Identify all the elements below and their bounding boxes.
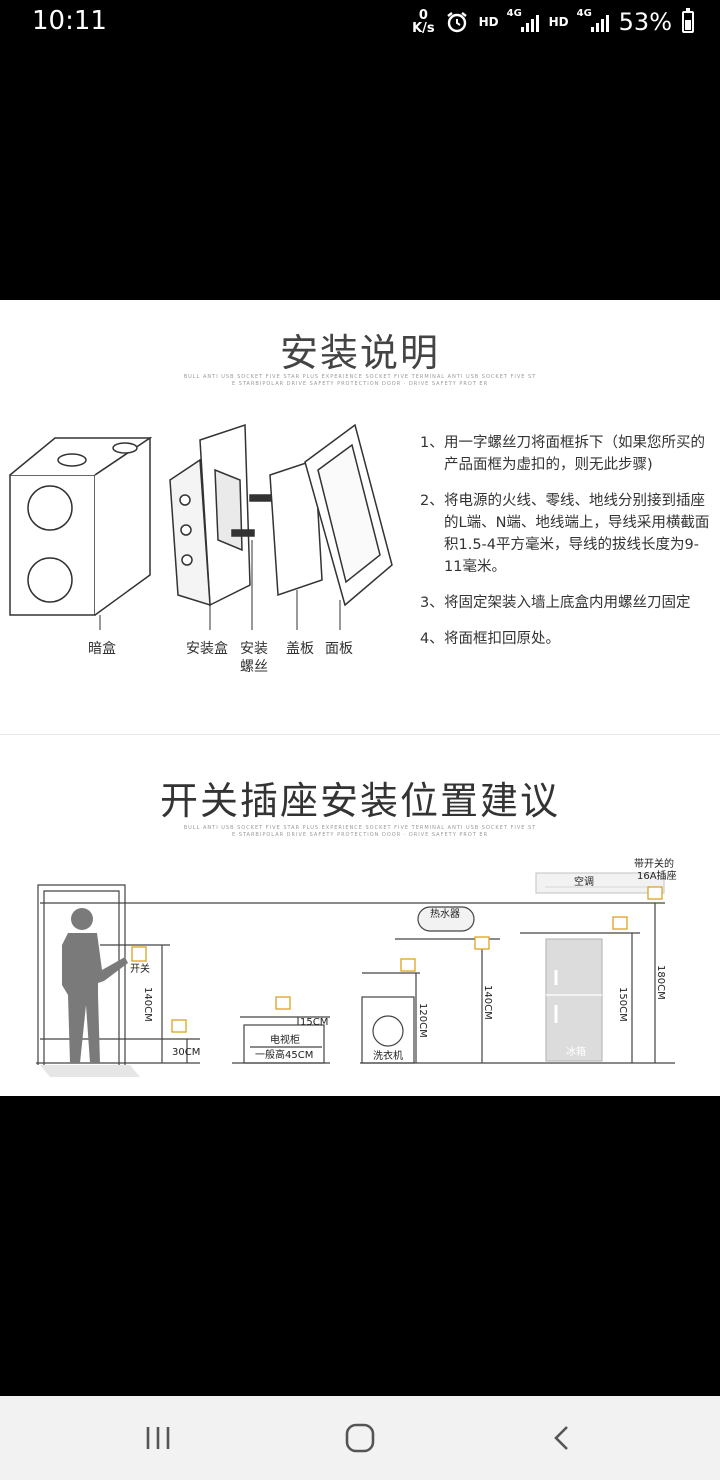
- water-heater-label: 热水器: [430, 907, 460, 920]
- install-tagline: BULL ANTI USB SOCKET FIVE STAR PLUS EXPE…: [183, 374, 537, 380]
- alarm-icon: [446, 12, 467, 33]
- install-tagline-2: E STARBIPOLAR DRIVE SAFETY PROTECTION DO…: [231, 381, 489, 387]
- step-item: 4、将面框扣回原处。: [420, 631, 560, 647]
- label-back-box: 暗盒: [88, 641, 116, 657]
- socket-exploded-diagram: [9, 423, 393, 630]
- network-speed: 0 K/s: [412, 8, 435, 36]
- tv-cabinet-label: 电视柜: [270, 1033, 300, 1046]
- washer-label: 洗衣机: [373, 1049, 403, 1062]
- section-divider: [0, 734, 720, 735]
- label-panel: 面板: [325, 641, 353, 657]
- install-title: 安装说明: [279, 331, 440, 375]
- home-button[interactable]: [330, 1416, 390, 1460]
- washer-height-label: 120CM: [417, 1003, 428, 1038]
- tv-height-label: 一般高45CM: [255, 1048, 313, 1061]
- label-cover: 盖板: [286, 641, 314, 657]
- signal-icon: 4G: [507, 8, 539, 32]
- status-icons: 0 K/s HD 4G HD 4G 53%: [412, 8, 694, 36]
- back-icon: [554, 1426, 568, 1450]
- step-item: 1、用一字螺丝刀将面框拆下（如果您所买的产品面框为虚扣的，则无此步骤): [420, 435, 705, 473]
- ac-label: 空调: [574, 875, 594, 888]
- clock: 10:11: [32, 6, 107, 36]
- step-item: 3、将固定架装入墙上底盒内用螺丝刀固定: [420, 595, 691, 611]
- position-title: 开关插座安装位置建议: [159, 779, 560, 823]
- home-icon: [345, 1423, 375, 1453]
- navigation-bar: [0, 1396, 720, 1480]
- label-mount-box: 安装盒: [186, 641, 228, 657]
- socket-30cm-label: 30CM: [172, 1047, 200, 1058]
- installation-height-diagram: 开关 30CM 15CM 电视柜 一般高45CM 洗衣机 热水器 冰箱 空调 带…: [36, 857, 677, 1077]
- label-screw-2: 螺丝: [240, 659, 268, 675]
- tv-gap-label: 15CM: [300, 1017, 328, 1028]
- ac-socket-label-2: 16A插座: [637, 869, 677, 882]
- install-steps: 1、用一字螺丝刀将面框拆下（如果您所买的产品面框为虚扣的，则无此步骤) 2、将电…: [420, 432, 710, 664]
- fridge-height-label: 150CM: [617, 987, 628, 1022]
- product-image: 安装说明 BULL ANTI USB SOCKET FIVE STAR PLUS…: [0, 300, 720, 1096]
- step-item: 2、将电源的火线、零线、地线分别接到插座的L端、N端、地线端上，导线采用横截面积…: [420, 493, 710, 575]
- recents-button[interactable]: [128, 1416, 188, 1460]
- position-tagline-2: E STARBIPOLAR DRIVE SAFETY PROTECTION DO…: [231, 832, 489, 838]
- hd-label-2: HD: [548, 15, 569, 29]
- hd-label: HD: [478, 15, 499, 29]
- battery-icon: [682, 8, 694, 33]
- signal-icon-2: 4G: [577, 8, 609, 32]
- recents-icon: [146, 1427, 170, 1449]
- fridge-label: 冰箱: [566, 1045, 586, 1058]
- status-bar: 10:11 0 K/s HD 4G HD 4G 53%: [0, 0, 720, 44]
- water-heater-height-label: 140CM: [482, 985, 493, 1020]
- switch-height-label: 140CM: [142, 987, 153, 1022]
- back-button[interactable]: [532, 1416, 592, 1460]
- switch-label: 开关: [130, 962, 150, 975]
- ac-height-label: 180CM: [655, 965, 666, 1000]
- ac-socket-label-1: 带开关的: [634, 857, 674, 870]
- label-screw-1: 安装: [240, 641, 268, 657]
- position-tagline: BULL ANTI USB SOCKET FIVE STAR PLUS EXPE…: [183, 825, 537, 831]
- battery-percent: 53%: [618, 8, 672, 36]
